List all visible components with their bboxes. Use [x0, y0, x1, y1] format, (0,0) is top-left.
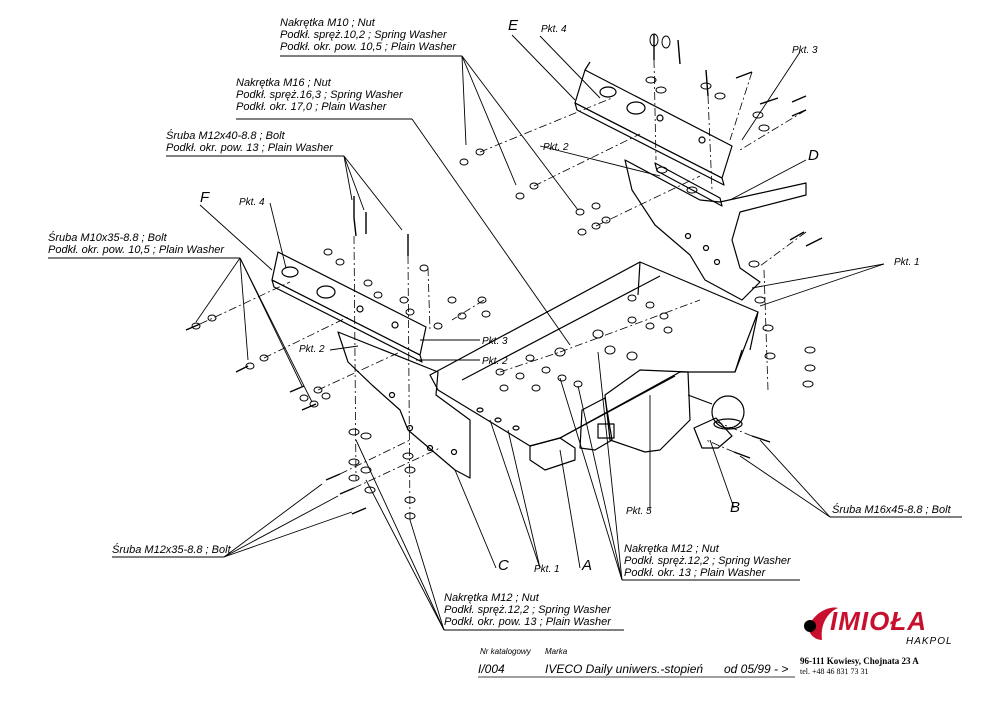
label-m16-nut-line3: Podkł. okr. 17,0 ; Plain Washer	[236, 101, 387, 113]
point-ref-pkt2-mid: Pkt. 2	[482, 356, 508, 367]
label-m12-nut-right-line2: Podkł. spręż.12,2 ; Spring Washer	[624, 555, 791, 567]
point-ref-pkt1-right: Pkt. 1	[894, 257, 920, 268]
company-address: 96-111 Kowiesy, Chojnata 23 A	[800, 656, 919, 666]
label-m10-nut: Nakrętka M10 ; Nut Podkł. spręż.10,2 ; S…	[280, 17, 456, 53]
company-logo-subtitle: HAKPOL	[906, 636, 953, 647]
label-m12x35-bolt-text: Śruba M12x35-8.8 ; Bolt	[112, 544, 231, 556]
label-m12-nut-right: Nakrętka M12 ; Nut Podkł. spręż.12,2 ; S…	[624, 543, 791, 579]
label-m12-nut-bottom-line2: Podkł. spręż.12,2 ; Spring Washer	[444, 604, 611, 616]
company-phone: tel. +48 46 831 73 31	[800, 667, 869, 676]
point-ref-pkt2-top: Pkt. 2	[543, 142, 569, 153]
label-m16x45-bolt: Śruba M16x45-8.8 ; Bolt	[832, 504, 951, 516]
label-m10-nut-line2: Podkł. spręż.10,2 ; Spring Washer	[280, 29, 447, 41]
label-m10x35-bolt-line2: Podkł. okr. pow. 10,5 ; Plain Washer	[48, 244, 225, 256]
label-m12-nut-bottom: Nakrętka M12 ; Nut Podkł. spręż.12,2 ; S…	[444, 592, 611, 628]
label-m10-nut-line3: Podkł. okr. pow. 10,5 ; Plain Washer	[280, 41, 457, 53]
point-ref-pkt4-left: Pkt. 4	[239, 197, 265, 208]
company-logo: IMIOŁA	[830, 606, 927, 636]
part-letter-c: C	[498, 557, 509, 574]
label-m12x35-bolt: Śruba M12x35-8.8 ; Bolt	[112, 544, 231, 556]
point-ref-pkt1-bottom: Pkt. 1	[534, 564, 560, 575]
part-letter-f: F	[200, 189, 210, 206]
part-letter-a: A	[582, 557, 593, 574]
cross-bar	[429, 261, 759, 471]
label-m12x40-bolt-line2: Podkł. okr. pow. 13 ; Plain Washer	[166, 142, 333, 154]
vehicle-model: IVECO Daily uniwers.-stopień	[545, 662, 704, 676]
point-ref-pkt2-left: Pkt. 2	[299, 344, 325, 355]
date-range: od 05/99 - >	[724, 662, 789, 676]
fasteners	[191, 33, 816, 520]
leader-lines	[48, 34, 962, 631]
logo-swoosh	[804, 607, 838, 640]
label-m12x40-bolt: Śruba M12x40-8.8 ; Bolt Podkł. okr. pow.…	[166, 130, 333, 154]
label-m12-nut-right-line1: Nakrętka M12 ; Nut	[624, 543, 719, 555]
label-m10-nut-line1: Nakrętka M10 ; Nut	[280, 17, 375, 29]
label-m12-nut-bottom-line1: Nakrętka M12 ; Nut	[444, 592, 539, 604]
label-m12-nut-bottom-line3: Podkł. okr. pow. 13 ; Plain Washer	[444, 616, 611, 628]
part-letter-e: E	[508, 17, 519, 34]
point-ref-pkt3-mid: Pkt. 3	[482, 336, 508, 347]
label-m10x35-bolt: Śruba M10x35-8.8 ; Bolt Podkł. okr. pow.…	[48, 232, 224, 256]
point-ref-pkt4-top: Pkt. 4	[541, 24, 567, 35]
catalog-number-label: Nr katalogowy	[480, 647, 531, 656]
label-m12-nut-right-line3: Podkł. okr. 13 ; Plain Washer	[624, 567, 766, 579]
label-m16-nut-line2: Podkł. spręż.16,3 ; Spring Washer	[236, 89, 403, 101]
ball-mount	[579, 369, 745, 453]
label-m10x35-bolt-line1: Śruba M10x35-8.8 ; Bolt	[48, 232, 167, 244]
bracket-d-plate	[624, 159, 807, 301]
bracket-f-plate	[271, 251, 427, 363]
part-letter-b: B	[730, 499, 741, 516]
label-m16x45-bolt-text: Śruba M16x45-8.8 ; Bolt	[832, 504, 951, 516]
point-ref-pkt3-top: Pkt. 3	[792, 45, 818, 56]
bracket-e-plate	[574, 61, 733, 186]
label-m12x40-bolt-line1: Śruba M12x40-8.8 ; Bolt	[166, 130, 285, 142]
part-letter-d: D	[808, 147, 819, 164]
label-m16-nut-line1: Nakrętka M16 ; Nut	[236, 77, 331, 89]
brand-label: Marka	[545, 647, 568, 656]
point-ref-pkt5: Pkt. 5	[626, 506, 652, 517]
catalog-number: I/004	[478, 662, 505, 676]
assembly-axes	[199, 59, 807, 521]
side-plate-left	[337, 331, 471, 479]
label-m16-nut: Nakrętka M16 ; Nut Podkł. spręż.16,3 ; S…	[236, 77, 403, 113]
